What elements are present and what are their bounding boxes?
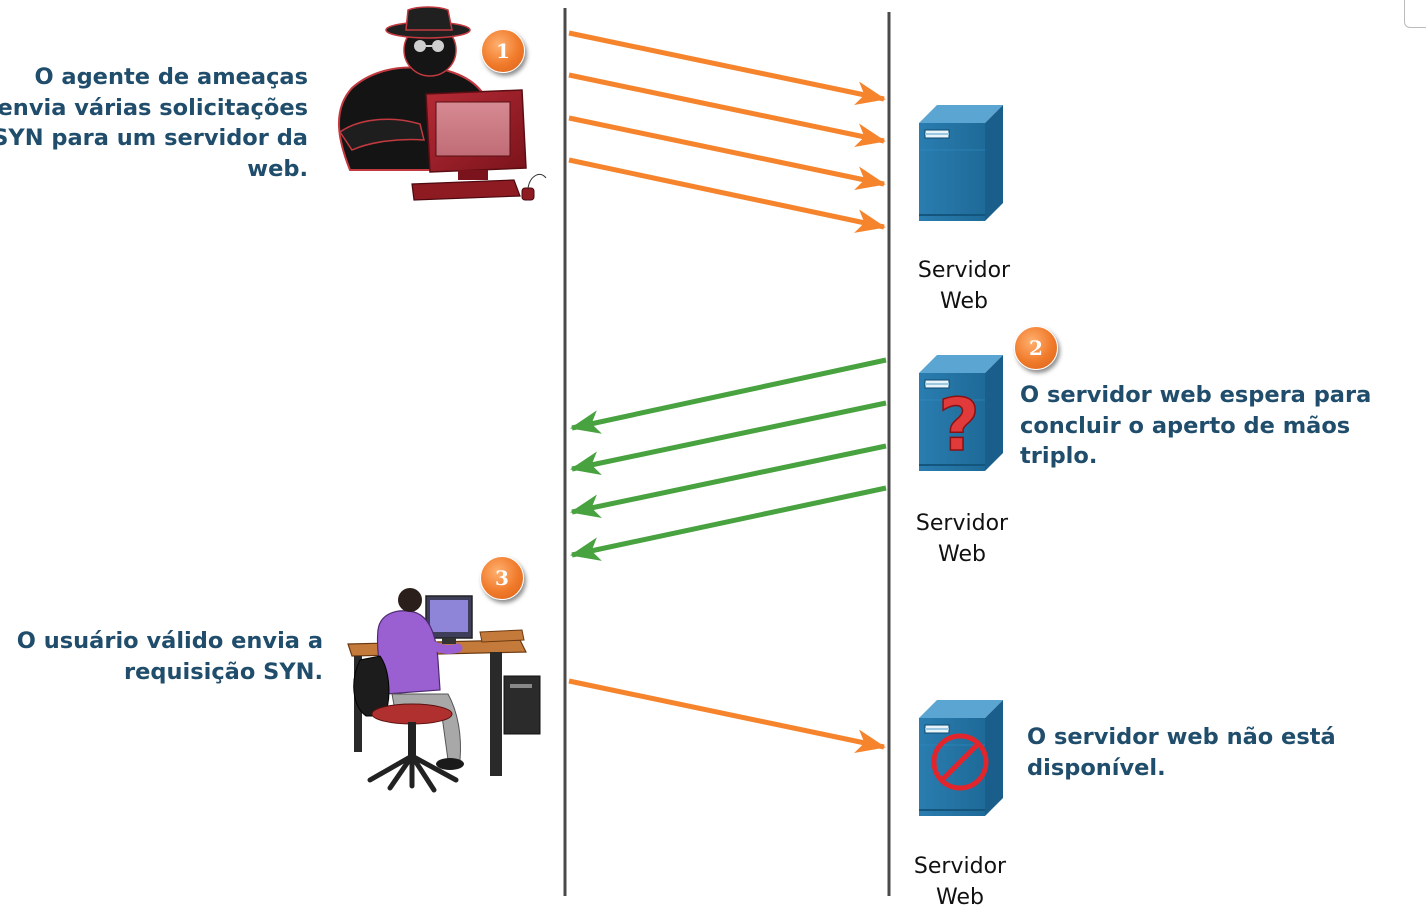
web-server-blocked-icon xyxy=(918,699,1004,817)
syn-ack-arrow xyxy=(570,357,887,434)
corner-control[interactable] xyxy=(1404,0,1426,28)
step-2-line: O servidor web espera para xyxy=(1020,382,1372,408)
step-2-description: O servidor web espera para concluir o ap… xyxy=(1020,380,1420,472)
syn-arrow xyxy=(568,30,886,106)
step-1-line: O agente de ameaças xyxy=(34,64,308,90)
step-badge-3: 3 xyxy=(480,556,524,600)
step-badge-1: 1 xyxy=(481,29,525,73)
step-1-line: SYN para um servidor da xyxy=(0,125,308,151)
step-4-line: disponível. xyxy=(1027,754,1166,781)
step-3-line: O usuário válido envia a xyxy=(16,628,323,654)
syn-ack-arrow xyxy=(570,443,887,518)
step-4-description: O servidor web não está disponível. xyxy=(1027,722,1407,783)
web-server-question-icon: ? xyxy=(918,354,1004,472)
server-label-line: Web xyxy=(940,289,988,314)
step-2-line: concluir o aperto de mãos triplo. xyxy=(1020,412,1351,470)
step-3-description: O usuário válido envia a requisição SYN. xyxy=(3,626,323,687)
server-label: Servidor Web xyxy=(904,255,1024,317)
syn-ack-arrow xyxy=(570,485,887,561)
syn-ack-arrow xyxy=(570,400,887,475)
hacker-at-computer-icon xyxy=(338,6,547,201)
step-4-line: O servidor web não está xyxy=(1027,724,1336,750)
server-label: Servidor Web xyxy=(900,851,1020,913)
step-3-line: requisição SYN. xyxy=(124,658,323,685)
server-label-line: Web xyxy=(936,885,984,910)
user-syn-arrow xyxy=(568,678,886,754)
step-badge-2: 2 xyxy=(1014,326,1058,370)
step-1-line: web. xyxy=(247,155,308,182)
syn-arrow xyxy=(568,72,886,148)
syn-arrow xyxy=(568,157,886,233)
user-at-desk-icon xyxy=(347,588,541,793)
server-label: Servidor Web xyxy=(902,508,1022,570)
server-label-line: Servidor xyxy=(913,854,1007,879)
syn-arrow xyxy=(568,115,886,191)
svg-text:?: ? xyxy=(938,383,980,467)
server-label-line: Servidor xyxy=(915,511,1009,536)
step-1-line: envia várias solicitações xyxy=(0,94,308,121)
server-label-line: Servidor xyxy=(917,258,1011,283)
web-server-icon xyxy=(918,104,1004,222)
step-1-description: O agente de ameaças envia várias solicit… xyxy=(0,62,308,184)
server-label-line: Web xyxy=(938,542,986,567)
